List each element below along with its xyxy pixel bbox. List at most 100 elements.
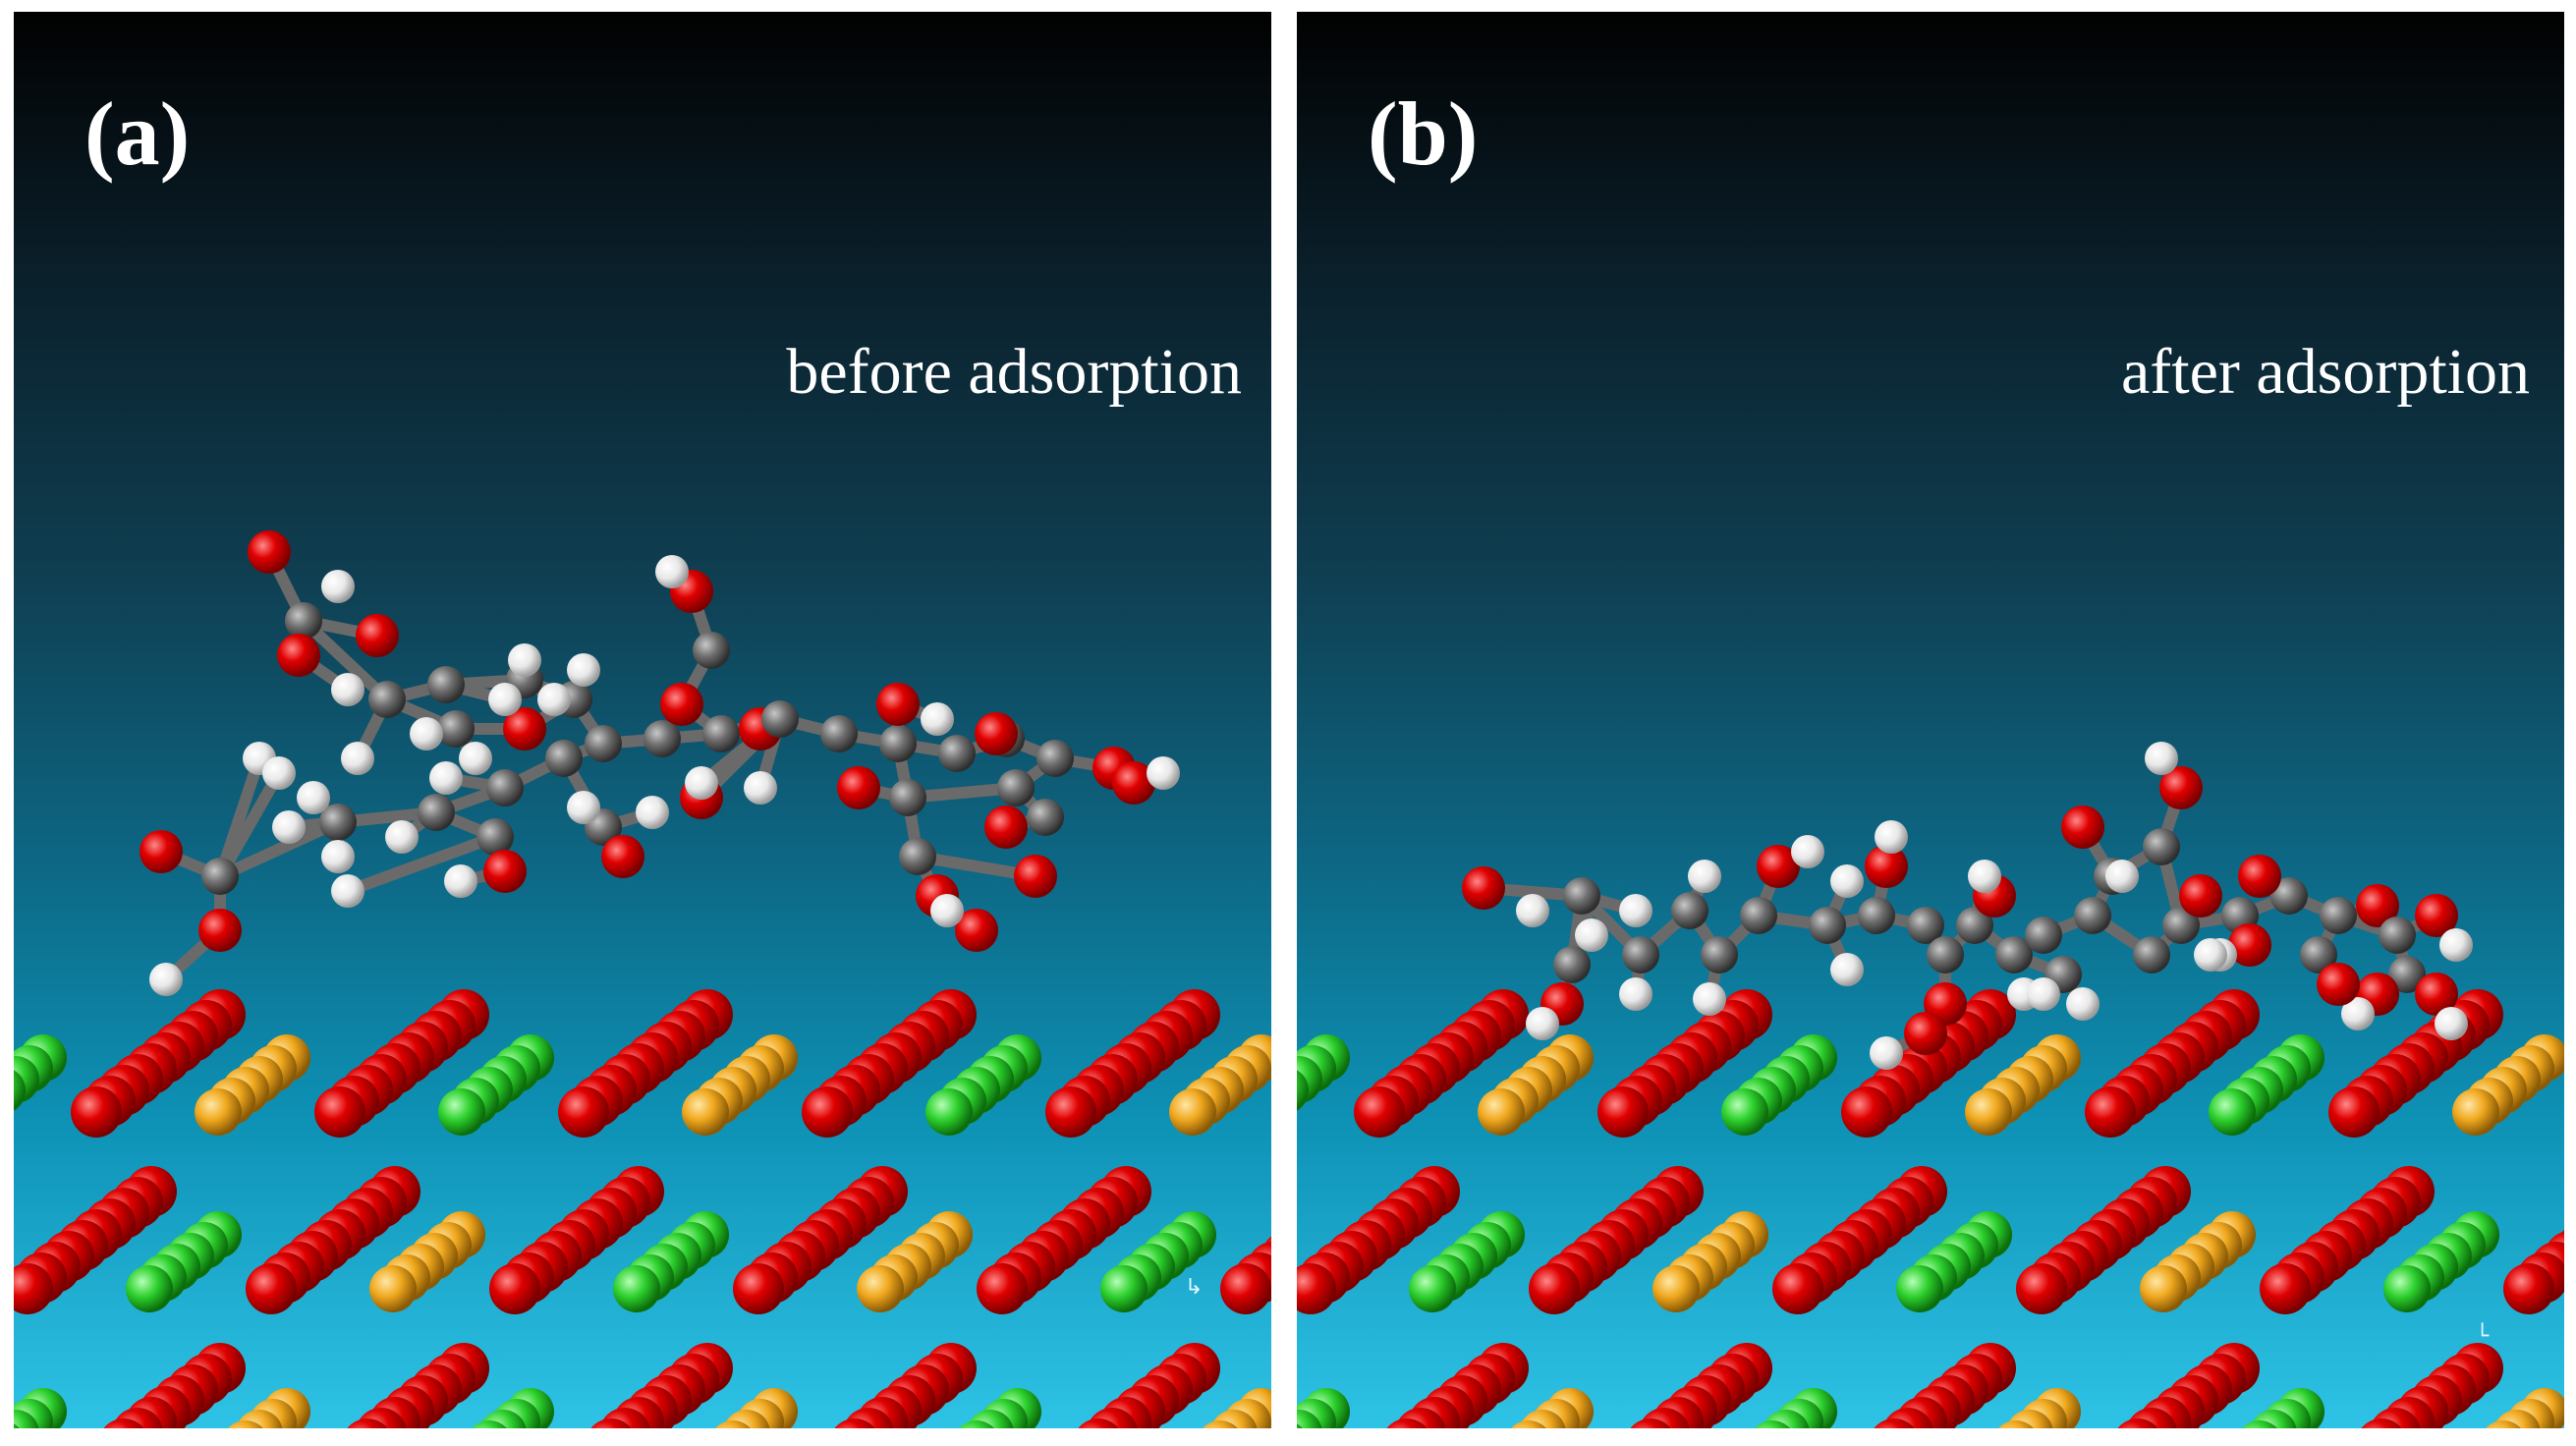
hydrogen-atom [2066, 987, 2100, 1021]
hydrogen-atom [2145, 742, 2178, 775]
carbon-atom [938, 735, 976, 772]
carbon-atom [889, 779, 926, 816]
carbon-atom [2379, 917, 2416, 954]
hydrogen-atom [2439, 928, 2473, 962]
hydrogen-atom [744, 771, 777, 805]
carbon-atom [1907, 907, 1944, 944]
panel-caption: after adsorption [2120, 336, 2530, 408]
hydrogen-atom [459, 742, 492, 775]
surface-oxygen-atom [1630, 1418, 1671, 1428]
surface-orange-atom [1203, 1420, 1238, 1428]
hydrogen-atom [921, 702, 954, 736]
carbon-atom [1809, 907, 1846, 944]
oxygen-atom [1904, 1012, 1947, 1055]
oxygen-atom [356, 614, 399, 657]
hydrogen-atom [537, 683, 571, 716]
carbon-atom [997, 769, 1035, 806]
carbon-atom [437, 710, 475, 748]
carbon-atom [2162, 907, 2200, 944]
carbon-atom [2143, 828, 2180, 865]
panel-label: (a) [84, 83, 191, 184]
surface-orange-atom [2140, 1265, 2187, 1312]
axis-triad-icon: └ [2476, 1324, 2490, 1349]
hydrogen-atom [488, 683, 522, 716]
surface-green-atom [959, 1420, 994, 1428]
hydrogen-atom [1526, 1007, 1559, 1040]
oxygen-atom [2228, 923, 2271, 967]
panel-label: (b) [1368, 83, 1479, 184]
oxygen-atom [483, 850, 527, 893]
surface-oxygen-atom [14, 1263, 53, 1314]
surface-oxygen-atom [1841, 1086, 1892, 1138]
carbon-atom [1956, 907, 1993, 944]
surface-oxygen-atom [1874, 1418, 1915, 1428]
hydrogen-atom [1968, 860, 2001, 893]
carbon-atom [879, 725, 917, 762]
hydrogen-atom [1870, 1036, 1903, 1070]
carbon-atom [285, 602, 322, 640]
surface-green-atom [2242, 1420, 2277, 1428]
hydrogen-atom [297, 781, 330, 814]
carbon-atom [693, 632, 730, 669]
axis-triad-icon: ↳ [1185, 1275, 1204, 1300]
surface-green-atom [14, 1410, 39, 1428]
surface-oxygen-atom [103, 1418, 144, 1428]
hydrogen-atom [567, 653, 600, 687]
oxygen-atom [2159, 766, 2203, 809]
surface-oxygen-atom [347, 1418, 388, 1428]
surface-green-atom [1409, 1265, 1456, 1312]
hydrogen-atom [429, 761, 463, 795]
surface-oxygen-atom [1772, 1263, 1823, 1314]
surface-green-atom [925, 1088, 973, 1136]
surface-orange-atom [1998, 1420, 2034, 1428]
carbon-atom [1995, 936, 2033, 973]
surface-oxygen-atom [2503, 1263, 2554, 1314]
carbon-atom [368, 681, 406, 718]
surface-green-atom [14, 1423, 20, 1428]
surface-green-atom [1297, 1070, 1309, 1111]
crystal-surface [14, 989, 1271, 1428]
surface-orange-atom [1652, 1265, 1700, 1312]
surface-oxygen-atom [1529, 1263, 1580, 1314]
hydrogen-atom [2435, 1007, 2468, 1040]
oxygen-atom [2238, 855, 2281, 898]
oxygen-atom [248, 530, 291, 574]
carbon-atom [1740, 897, 1777, 934]
oxygen-atom [955, 909, 998, 952]
crystal-surface [1297, 989, 2564, 1428]
oxygen-atom [198, 909, 242, 952]
carbon-atom [1701, 936, 1738, 973]
surface-oxygen-atom [1078, 1418, 1119, 1428]
carbon-atom [2270, 877, 2308, 915]
surface-green-atom [1755, 1420, 1790, 1428]
carbon-atom [545, 740, 583, 777]
surface-orange-atom [857, 1265, 904, 1312]
bond [214, 816, 344, 882]
hydrogen-atom [149, 963, 183, 996]
carbon-atom [761, 700, 799, 738]
molecule-atoms [140, 530, 1180, 996]
surface-oxygen-atom [802, 1086, 853, 1138]
carbon-atom [1036, 740, 1074, 777]
hydrogen-atom [1791, 835, 1824, 868]
carbon-atom [2320, 897, 2357, 934]
hydrogen-atom [1575, 918, 1608, 952]
surface-green-atom [472, 1420, 507, 1428]
surface-oxygen-atom [2085, 1086, 2136, 1138]
surface-orange-atom [682, 1088, 729, 1136]
oxygen-atom [1014, 855, 1057, 898]
surface-green-atom [14, 1070, 26, 1111]
oxygen-atom [277, 634, 320, 677]
hydrogen-atom [2027, 977, 2060, 1011]
oxygen-atom [1865, 845, 1908, 888]
surface-oxygen-atom [733, 1263, 784, 1314]
hydrogen-atom [1830, 864, 1864, 898]
carbon-atom [2133, 936, 2170, 973]
hydrogen-atom [1688, 860, 1721, 893]
molecule-atoms [1462, 742, 2473, 1070]
hydrogen-atom [930, 894, 964, 927]
panel-before-adsorption: (a) before adsorption ↳ [14, 12, 1271, 1428]
carbon-atom [476, 818, 514, 856]
bond [214, 767, 285, 882]
hydrogen-atom [1830, 953, 1864, 986]
